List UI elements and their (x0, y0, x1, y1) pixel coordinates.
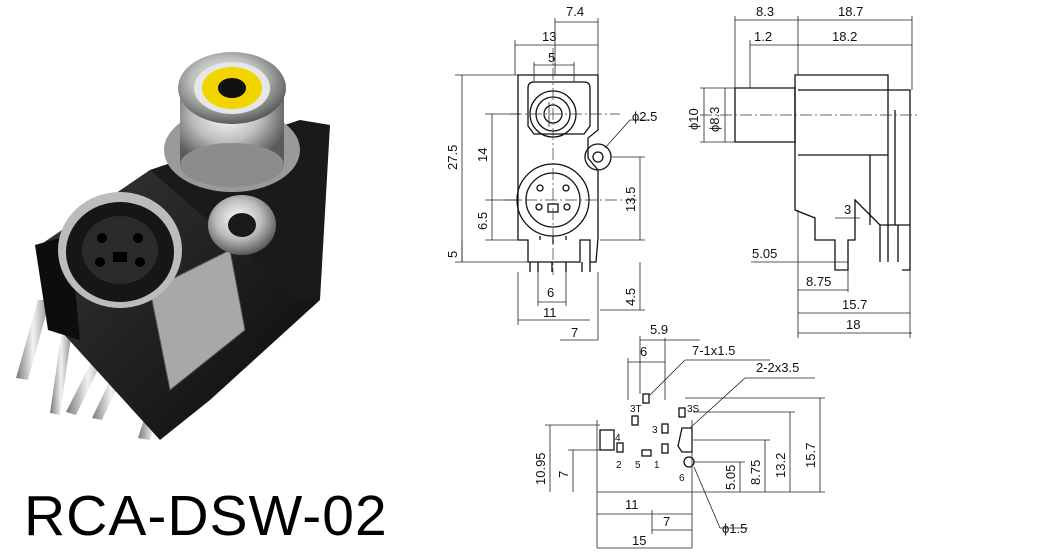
product-photo (16, 52, 330, 440)
pin-label-3t: 3T (630, 404, 642, 415)
dim-8-75: 8.75 (806, 274, 831, 289)
dim-dia-8-3: ϕ8.3 (707, 107, 722, 132)
pin-label-2: 2 (616, 460, 622, 471)
dim-7-pcb: 7 (663, 514, 670, 529)
dim-8-3: 8.3 (756, 4, 774, 19)
front-view: 7.4 13 5 ϕ2.5 27.5 14 6.5 5 13.5 4.5 6 1… (445, 4, 657, 341)
label-holes-7: 7-1x1.5 (692, 343, 735, 358)
dim-7: 7 (571, 325, 578, 340)
ground-hole (208, 195, 276, 255)
pin-label-1: 1 (654, 460, 660, 471)
rca-jack (164, 52, 300, 192)
dim-15-pcb: 15 (632, 533, 646, 548)
dim-5-9: 5.9 (650, 322, 668, 337)
dim-13: 13 (542, 29, 556, 44)
label-holes-2: 2-2x3.5 (756, 360, 799, 375)
dim-5-05-pcb: 5.05 (723, 465, 738, 490)
dim-14: 14 (475, 148, 490, 162)
side-view: 8.3 18.7 1.2 18.2 ϕ10 ϕ8.3 3 5.05 8.75 1… (686, 4, 920, 338)
pcb-layout: 5.9 6 7-1x1.5 2-2x3.5 3T 3S 4 3 2 5 1 6 … (533, 322, 825, 549)
dim-6: 6 (547, 285, 554, 300)
dim-18: 18 (846, 317, 860, 332)
dim-15-7: 15.7 (842, 297, 867, 312)
dim-27-5: 27.5 (445, 145, 460, 170)
dim-13-2: 13.2 (773, 453, 788, 478)
metal-shield (149, 249, 246, 391)
pin-label-5: 5 (635, 460, 641, 471)
dim-10-95: 10.95 (533, 452, 548, 485)
svideo-socket (58, 192, 182, 308)
dim-5: 5 (548, 50, 555, 65)
model-number: RCA-DSW-02 (24, 484, 388, 548)
dim-dia-10: ϕ10 (686, 108, 701, 130)
dim-5-05: 5.05 (752, 246, 777, 261)
pin-label-3: 3 (652, 425, 658, 436)
dim-1-2: 1.2 (754, 29, 772, 44)
dim-11: 11 (543, 305, 557, 320)
dim-18-2: 18.2 (832, 29, 857, 44)
dim-5-vert: 5 (445, 251, 460, 258)
dim-13-5: 13.5 (623, 187, 638, 212)
dim-3: 3 (844, 202, 851, 217)
pin-label-6: 6 (679, 473, 685, 484)
dim-dia-1-5: ϕ1.5 (722, 521, 747, 536)
dim-8-75-pcb: 8.75 (748, 460, 763, 485)
dim-6-5: 6.5 (475, 212, 490, 230)
dim-4-5: 4.5 (623, 288, 638, 306)
dim-7-4: 7.4 (566, 4, 584, 19)
dim-11-pcb: 11 (625, 497, 639, 512)
dim-18-7: 18.7 (838, 4, 863, 19)
pin-label-4: 4 (615, 433, 621, 444)
pin-label-3s: 3S (687, 404, 700, 415)
dim-6-pcb: 6 (640, 344, 647, 359)
dim-dia-2-5: ϕ2.5 (632, 109, 657, 124)
dim-7-vert: 7 (556, 471, 571, 478)
dim-15-7-pcb: 15.7 (803, 443, 818, 468)
